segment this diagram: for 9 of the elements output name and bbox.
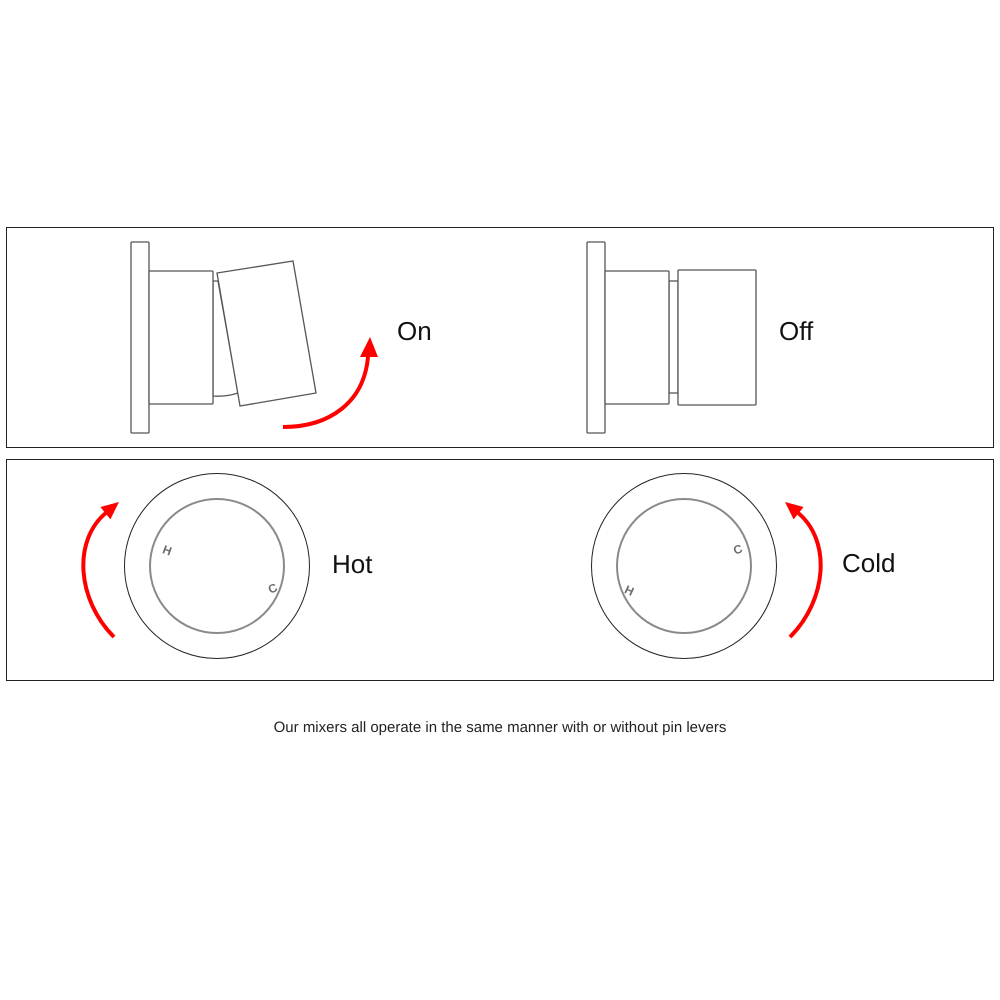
dial-letter: H: [160, 543, 173, 558]
caption: Our mixers all operate in the same manner with or without pin levers: [274, 718, 726, 738]
knob-label: Cold: [842, 548, 896, 578]
state-label: On: [397, 316, 432, 346]
dial-letter: C: [266, 580, 280, 596]
dial-letter: C: [731, 542, 744, 558]
dial-letter: H: [622, 582, 636, 598]
knob-label: Hot: [332, 549, 372, 579]
state-label: Off: [779, 316, 814, 346]
